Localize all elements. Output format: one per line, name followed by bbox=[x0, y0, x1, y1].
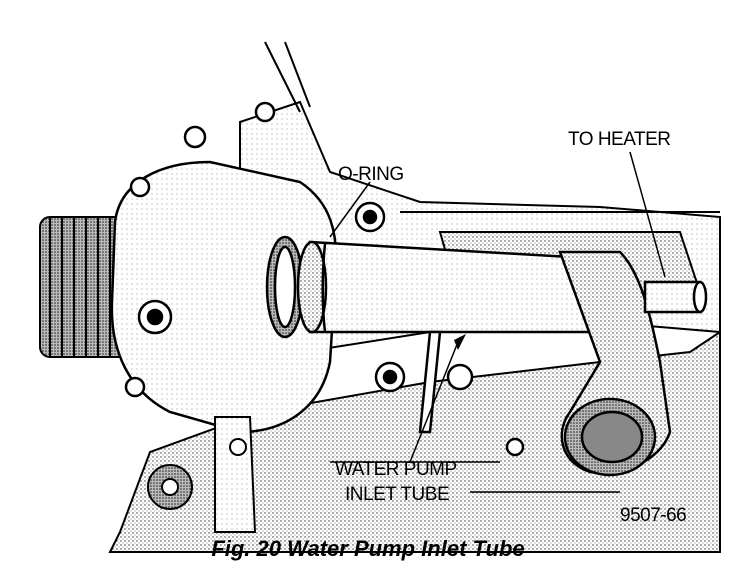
to-heater-label: TO HEATER bbox=[568, 129, 670, 150]
o-ring-label: O-RING bbox=[338, 164, 404, 185]
figure-number-label: 9507-66 bbox=[620, 505, 686, 526]
to-heater-leader bbox=[629, 151, 666, 278]
o-ring-leader bbox=[329, 181, 371, 238]
water-pump-label-line2: INLET TUBE bbox=[345, 484, 449, 505]
inlet-tube bbox=[296, 240, 708, 477]
leader-lines bbox=[329, 151, 666, 493]
bracket bbox=[147, 416, 257, 533]
water-pump-label-line1: WATER PUMP bbox=[335, 459, 457, 480]
water-pump-housing bbox=[110, 101, 525, 457]
water-pump-leader bbox=[409, 336, 461, 463]
leader-arrowhead bbox=[454, 334, 466, 350]
figure-caption: Fig. 20 Water Pump Inlet Tube bbox=[211, 536, 525, 561]
